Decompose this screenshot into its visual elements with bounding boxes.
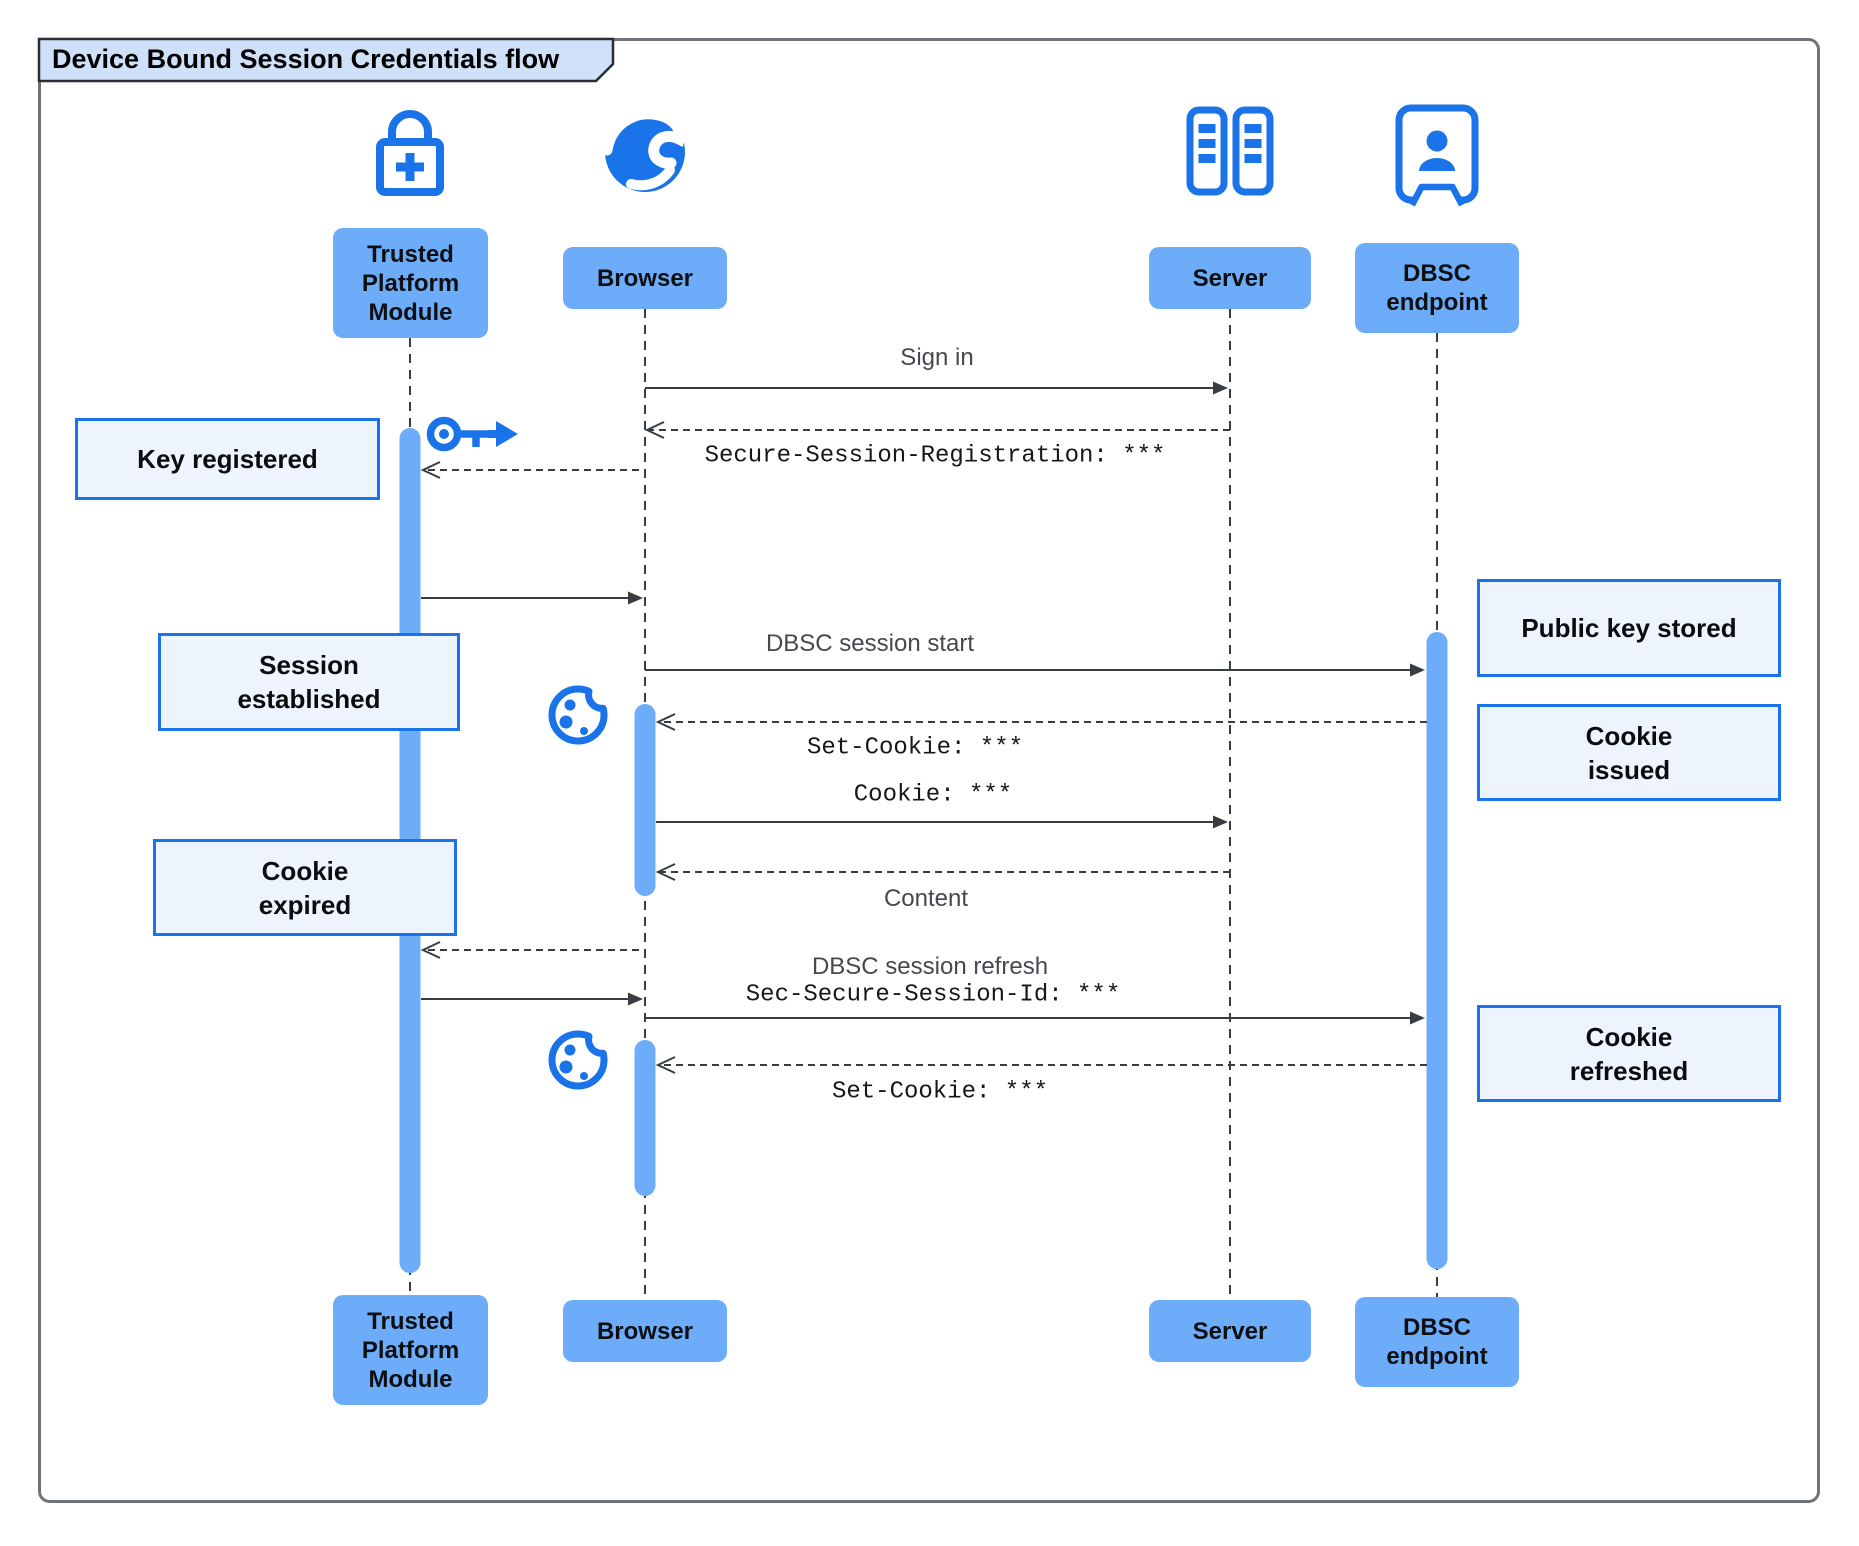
arrowhead-cookie [1213,815,1228,829]
label-dbsc-session-refresh: DBSC session refresh [811,953,1049,980]
actor-top-browser: Browser [563,247,727,309]
globe-icon [601,108,685,192]
label-sec-secure-session-id: Sec-Secure-Session-Id: *** [745,981,1121,1009]
diagram-frame [38,38,1820,1503]
arrowhead-key-request [420,461,441,479]
label-cookie: Cookie: *** [853,781,1013,809]
arrowhead-set-cookie-2 [655,1056,676,1074]
lock-plus-icon [376,110,444,196]
cookie-icon-2 [548,1021,619,1090]
arrowhead-content [655,863,676,881]
key-icon [426,416,518,452]
note-cookie-refreshed: Cookie refreshed [1477,1005,1781,1102]
activation-bar-dbsc [1426,632,1448,1269]
arrowhead-sign-request [420,941,441,959]
arrowhead-sign-in [1213,381,1228,395]
label-sign-in: Sign in [900,344,974,371]
title-tab-shape [37,37,615,83]
arrowhead-sign-return [628,992,643,1006]
actor-bottom-browser: Browser [563,1300,727,1362]
label-set-cookie-2: Set-Cookie: *** [831,1078,1049,1106]
arrowhead-secure-session-registration [644,421,665,439]
activation-bar-browser-2 [634,1040,656,1196]
note-cookie-issued: Cookie issued [1477,704,1781,801]
person-booth-icon [1395,104,1479,207]
label-content: Content [883,885,969,912]
actor-bottom-tpm: Trusted Platform Module [333,1295,488,1405]
arrowhead-set-cookie-1 [655,713,676,731]
note-public-key-stored: Public key stored [1477,579,1781,677]
note-cookie-expired: Cookie expired [153,839,457,936]
note-key-registered: Key registered [75,418,380,500]
activation-bars [399,428,1448,1273]
activation-bar-browser-1 [634,704,656,896]
arrowhead-dbsc-session-start [1410,663,1425,677]
diagram-title: Device Bound Session Credentials flow [52,44,560,74]
actor-bottom-server: Server [1149,1300,1311,1362]
label-set-cookie-1: Set-Cookie: *** [806,734,1024,762]
label-dbsc-session-start: DBSC session start [765,630,975,657]
actor-top-dbsc: DBSC endpoint [1355,243,1519,333]
actor-top-tpm: Trusted Platform Module [333,228,488,338]
server-racks-icon [1186,106,1274,196]
arrowhead-key-return [628,591,643,605]
actor-top-server: Server [1149,247,1311,309]
arrowhead-dbsc-session-refresh [1410,1011,1425,1025]
message-arrows [420,381,1427,1074]
cookie-icon-1 [548,676,619,745]
note-session-established: Session established [158,633,460,731]
actor-bottom-dbsc: DBSC endpoint [1355,1297,1519,1387]
label-secure-session-registration: Secure-Session-Registration: *** [704,442,1166,470]
